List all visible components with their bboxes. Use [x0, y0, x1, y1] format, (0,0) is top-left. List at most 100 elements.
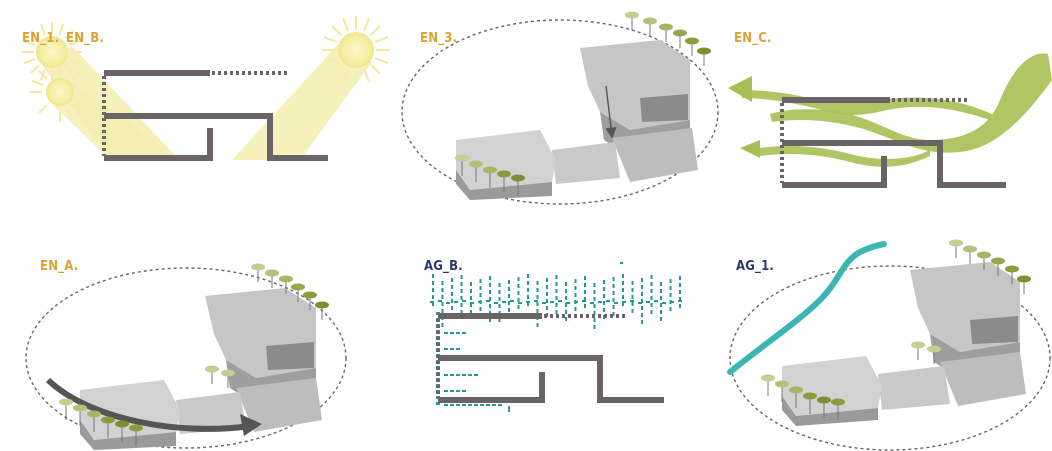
teal-dash [478, 301, 482, 303]
teal-dash [593, 325, 596, 329]
teal-dash [593, 297, 596, 301]
teal-dash [669, 293, 672, 297]
teal-dash [456, 374, 460, 376]
teal-dash [555, 275, 558, 279]
panel-enc: EN_C. [728, 31, 1052, 188]
teal-dash [650, 289, 653, 293]
teal-dash [546, 285, 548, 289]
teal-dash [536, 309, 539, 313]
teal-dash [432, 288, 434, 292]
teal-dash [444, 374, 448, 376]
teal-dash [462, 332, 466, 334]
teal-dash [593, 290, 596, 294]
teal-dash [470, 296, 472, 300]
teal-dash [574, 293, 577, 297]
teal-dash [470, 289, 472, 293]
teal-dash [451, 299, 453, 303]
teal-dash [498, 404, 502, 406]
wind-flow [770, 53, 1052, 153]
teal-dash [546, 299, 548, 303]
teal-dash [593, 311, 596, 315]
teal-dash [470, 282, 472, 286]
teal-dash [662, 302, 666, 304]
teal-dash [536, 288, 539, 292]
teal-dash [670, 301, 674, 303]
teal-dash [460, 310, 463, 314]
teal-dash [446, 302, 450, 304]
teal-dash [489, 276, 491, 280]
teal-dash [479, 286, 482, 290]
teal-dash [650, 303, 653, 307]
teal-dash [660, 317, 662, 321]
teal-dash [517, 298, 520, 302]
teal-dash [518, 302, 522, 304]
teal-dash [527, 295, 529, 299]
teal-dash [598, 301, 602, 303]
teal-dash [565, 289, 567, 293]
teal-dash [444, 404, 448, 406]
teal-dash [498, 283, 501, 287]
teal-dash [612, 305, 615, 309]
teal-dash [479, 293, 482, 297]
teal-dash [451, 278, 453, 282]
teal-dash [584, 297, 586, 301]
teal-dash [486, 300, 490, 302]
teal-dash [470, 310, 472, 314]
teal-dash [650, 282, 653, 286]
teal-dash [612, 298, 615, 302]
arrow-icon [45, 377, 251, 432]
arrow-icon [728, 76, 752, 102]
panel-en3: EN_3. [401, 11, 719, 205]
teal-dash [612, 291, 615, 295]
teal-dash [603, 287, 605, 291]
teal-dash [612, 284, 615, 288]
teal-dash [432, 302, 434, 306]
teal-dash [498, 304, 501, 308]
teal-dash [492, 404, 496, 406]
river [727, 241, 887, 375]
tree-icon [761, 374, 845, 420]
teal-dash [468, 404, 472, 406]
teal-dash [546, 278, 548, 282]
sun-icon [338, 32, 374, 68]
teal-dash [470, 302, 474, 304]
teal-dash [441, 295, 444, 299]
teal-dash [494, 302, 498, 304]
teal-dash [622, 302, 624, 306]
teal-dash [479, 307, 482, 311]
teal-dash [508, 294, 510, 298]
teal-dash [603, 301, 605, 305]
teal-dash [542, 302, 546, 304]
teal-dash [669, 286, 672, 290]
teal-dash [460, 275, 463, 279]
teal-dash [517, 305, 520, 309]
site-ellipse [25, 267, 347, 449]
teal-dash [565, 317, 567, 321]
teal-dash [622, 274, 624, 278]
teal-dash [462, 390, 466, 392]
site-ellipse [729, 265, 1051, 451]
panel-en1-enb: EN_1. EN_B. [22, 16, 390, 161]
teal-dash [489, 283, 491, 287]
teal-dash [489, 290, 491, 294]
teal-dash [474, 374, 478, 376]
teal-dash [536, 302, 539, 306]
teal-dash [450, 390, 454, 392]
teal-dash [462, 404, 466, 406]
light-beam [50, 82, 175, 160]
teal-dash [508, 287, 510, 291]
teal-dash [536, 295, 539, 299]
teal-dash [451, 285, 453, 289]
label-ena: EN_A. [40, 259, 78, 274]
teal-dash [527, 302, 529, 306]
teal-dash [479, 279, 482, 283]
teal-dash [603, 294, 605, 298]
label-agb: AG_B. [424, 259, 463, 274]
teal-dash [679, 304, 681, 308]
panel-agb: AG_B. [424, 259, 682, 412]
building-icon [456, 40, 698, 200]
panel-ena: EN_A. [25, 259, 347, 450]
teal-dash [622, 288, 624, 292]
teal-dash [593, 283, 596, 287]
